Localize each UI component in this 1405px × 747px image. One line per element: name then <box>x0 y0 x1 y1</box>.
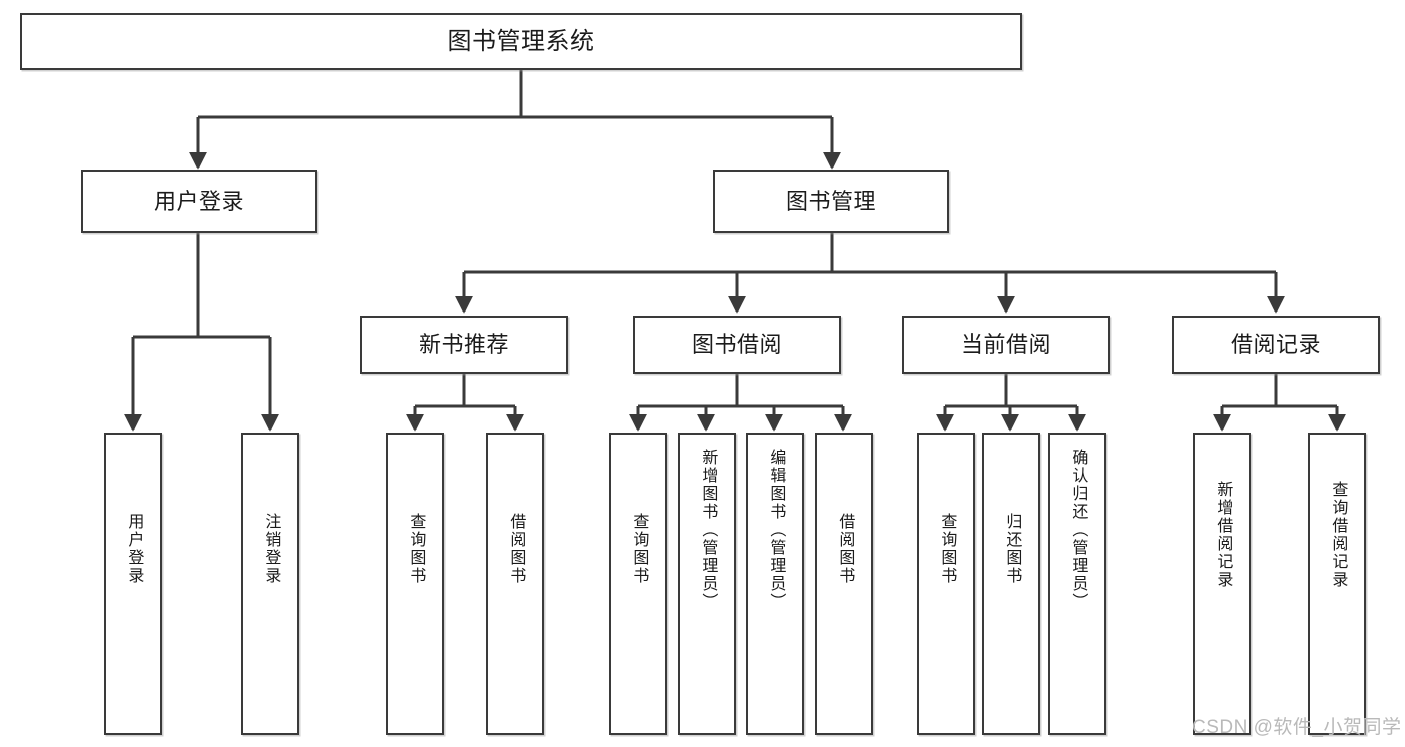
node-leaf-add-record[interactable]: 新增借阅记录 <box>1193 433 1251 735</box>
node-leaf-query-record[interactable]: 查询借阅记录 <box>1308 433 1366 735</box>
node-book-manage-label: 图书管理 <box>785 188 876 214</box>
node-leaf-query-book-2-label: 查询图书 <box>630 513 648 585</box>
node-leaf-query-book-3-label: 查询图书 <box>938 513 956 585</box>
node-leaf-borrow-book-1-label: 借阅图书 <box>507 513 525 585</box>
node-user-login[interactable]: 用户登录 <box>81 170 317 233</box>
node-leaf-query-book-3[interactable]: 查询图书 <box>917 433 975 735</box>
node-leaf-add-book[interactable]: 新增图书（管理员） <box>678 433 736 735</box>
node-root-label: 图书管理系统 <box>447 27 595 55</box>
node-book-manage[interactable]: 图书管理 <box>713 170 949 233</box>
node-leaf-edit-book[interactable]: 编辑图书（管理员） <box>746 433 804 735</box>
node-leaf-logout-login-label: 注销登录 <box>262 513 280 585</box>
node-user-login-label: 用户登录 <box>153 188 244 214</box>
node-leaf-user-login-label: 用户登录 <box>125 513 143 585</box>
node-root[interactable]: 图书管理系统 <box>20 13 1022 70</box>
node-borrow-record-label: 借阅记录 <box>1230 332 1321 358</box>
node-leaf-edit-book-label: 编辑图书（管理员） <box>767 449 785 611</box>
node-leaf-borrow-book-1[interactable]: 借阅图书 <box>486 433 544 735</box>
node-book-borrow-label: 图书借阅 <box>691 332 782 358</box>
node-borrow-record[interactable]: 借阅记录 <box>1172 316 1380 374</box>
node-leaf-query-book-2[interactable]: 查询图书 <box>609 433 667 735</box>
node-leaf-logout-login[interactable]: 注销登录 <box>241 433 299 735</box>
node-leaf-borrow-book-2[interactable]: 借阅图书 <box>815 433 873 735</box>
node-leaf-confirm-return-label: 确认归还（管理员） <box>1069 449 1087 611</box>
node-current-borrow-label: 当前借阅 <box>960 332 1051 358</box>
node-new-book-recommend-label: 新书推荐 <box>418 332 509 358</box>
node-leaf-return-book[interactable]: 归还图书 <box>982 433 1040 735</box>
node-leaf-borrow-book-2-label: 借阅图书 <box>836 513 854 585</box>
node-new-book-recommend[interactable]: 新书推荐 <box>360 316 568 374</box>
node-leaf-query-book-1-label: 查询图书 <box>407 513 425 585</box>
watermark-text: CSDN @软件_小贺同学 <box>1192 717 1402 738</box>
node-leaf-return-book-label: 归还图书 <box>1003 513 1021 585</box>
node-leaf-query-record-label: 查询借阅记录 <box>1329 481 1347 589</box>
node-current-borrow[interactable]: 当前借阅 <box>902 316 1110 374</box>
node-leaf-user-login[interactable]: 用户登录 <box>104 433 162 735</box>
node-book-borrow[interactable]: 图书借阅 <box>633 316 841 374</box>
node-leaf-add-record-label: 新增借阅记录 <box>1214 481 1232 589</box>
node-leaf-add-book-label: 新增图书（管理员） <box>699 449 717 611</box>
node-leaf-confirm-return[interactable]: 确认归还（管理员） <box>1048 433 1106 735</box>
node-leaf-query-book-1[interactable]: 查询图书 <box>386 433 444 735</box>
